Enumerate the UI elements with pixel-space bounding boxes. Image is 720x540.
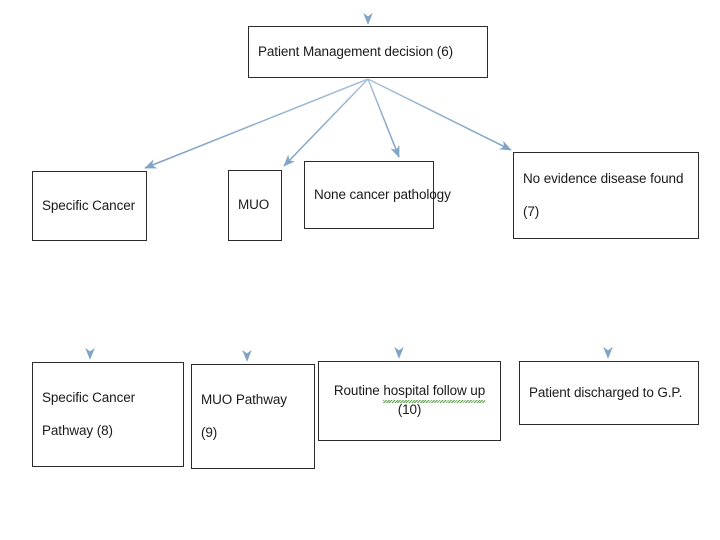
node-patient-management-decision[interactable]: Patient Management decision (6) [248, 26, 488, 78]
node-no-evidence-disease-found[interactable]: No evidence disease found (7) [513, 152, 699, 239]
node-label-specific-cancer: Specific Cancer [42, 197, 136, 213]
node-routine-hospital-follow-up[interactable]: Routine hospital follow up (10) [318, 361, 501, 441]
spellcheck-underlined-text: hospital follow up [383, 383, 486, 403]
node-label-none-cancer-pathology: None cancer pathology [314, 186, 451, 202]
routine-prefix-text: Routine [333, 383, 384, 399]
edge-decision-to-none-cancer [367, 78, 400, 158]
node-label-no-evidence-line2: (7) [523, 203, 540, 219]
node-label-no-evidence-line1: No evidence disease found [523, 170, 684, 186]
node-muo[interactable]: MUO [228, 170, 282, 241]
node-patient-discharged-to-gp[interactable]: Patient discharged to G.P. [519, 361, 699, 425]
node-none-cancer-pathology[interactable]: None cancer pathology [304, 161, 451, 229]
node-label-patient-discharged: Patient discharged to G.P. [529, 384, 683, 400]
node-specific-cancer-pathway[interactable]: Specific Cancer Pathway (8) [32, 362, 184, 467]
node-label-muo-pathway-line1: MUO Pathway [201, 391, 287, 407]
node-label-specific-cancer-pathway-line2: Pathway (8) [42, 422, 113, 438]
edge-decision-to-specific-cancer [144, 78, 369, 169]
node-label-routine-followup-line2: (10) [397, 402, 422, 417]
node-label-decision: Patient Management decision (6) [258, 43, 454, 59]
edge-decision-to-no-evidence [367, 78, 512, 151]
node-label-routine-followup-line1: Routine hospital follow up [333, 383, 486, 403]
edge-decision-to-muo [283, 78, 369, 167]
node-label-muo-pathway-line2: (9) [201, 424, 218, 440]
node-label-muo: MUO [238, 197, 270, 213]
node-muo-pathway[interactable]: MUO Pathway (9) [191, 364, 315, 469]
node-specific-cancer[interactable]: Specific Cancer [32, 171, 147, 241]
node-label-specific-cancer-pathway-line1: Specific Cancer [42, 389, 136, 405]
